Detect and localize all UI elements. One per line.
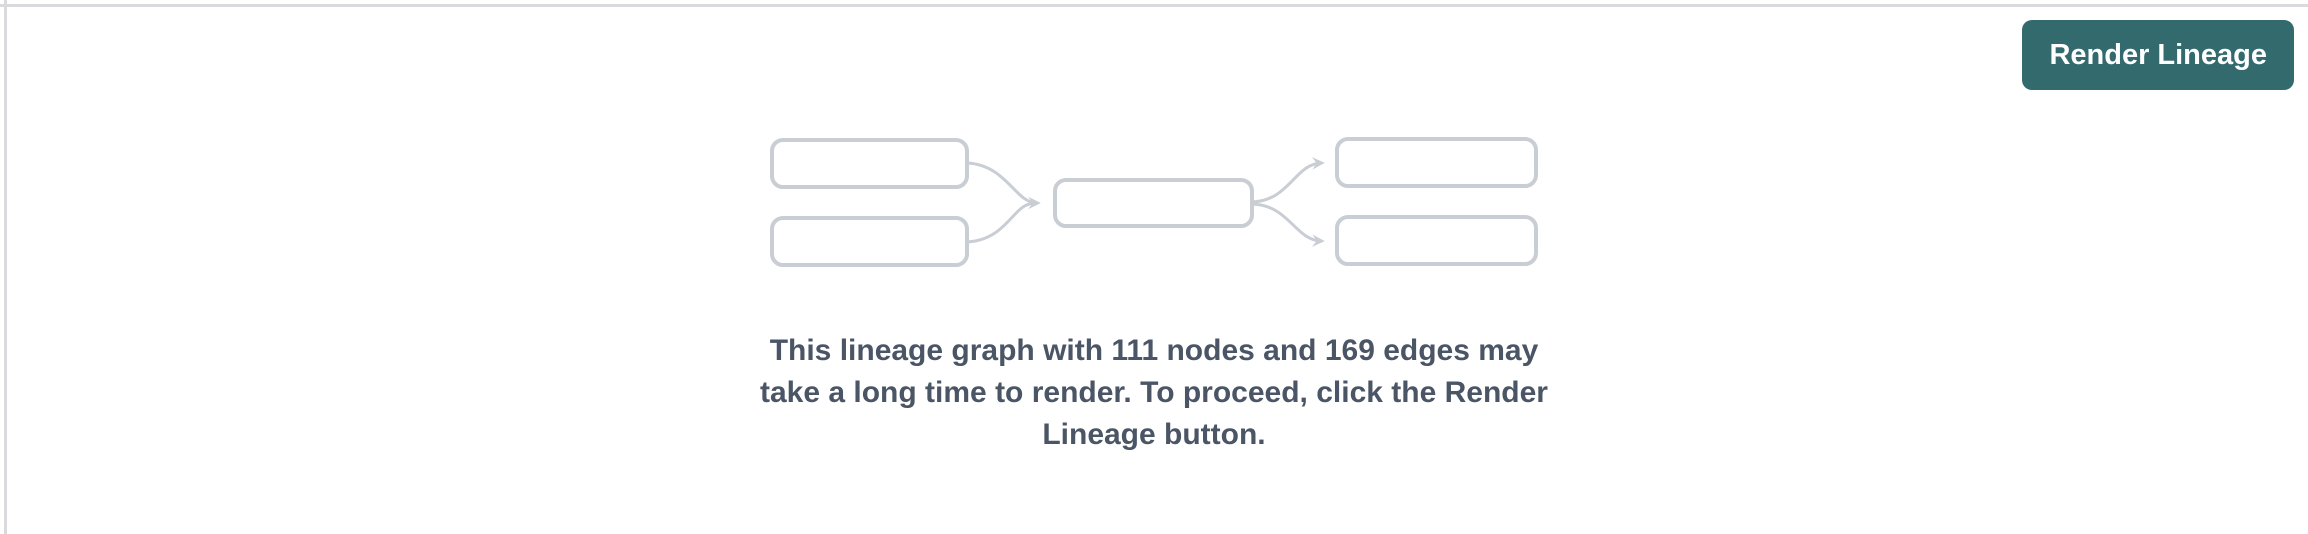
node-box [770, 216, 969, 267]
node-box [1335, 137, 1538, 188]
edge-arrow [966, 202, 1034, 244]
lineage-preview-illustration [770, 137, 1538, 267]
left-divider [4, 0, 7, 534]
top-divider [0, 4, 2308, 7]
lineage-warning-message: This lineage graph with 111 nodes and 16… [760, 334, 1548, 451]
edge-arrow [966, 161, 1041, 210]
lineage-prompt-content: This lineage graph with 111 nodes and 16… [0, 132, 2308, 456]
node-box [770, 138, 969, 189]
edge-arrow [1251, 202, 1325, 247]
node-box [1335, 215, 1538, 266]
node-box [1053, 178, 1254, 228]
render-lineage-button[interactable]: Render Lineage [2022, 20, 2294, 90]
edge-arrow [1251, 157, 1325, 204]
